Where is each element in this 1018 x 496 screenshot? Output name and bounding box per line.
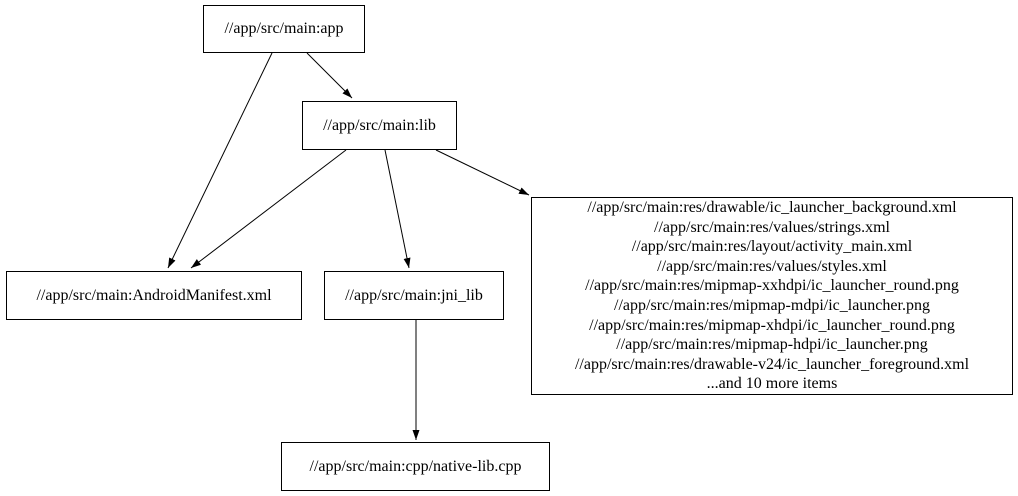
res-group-line: //app/src/main:res/mipmap-hdpi/ic_launch… <box>616 336 928 354</box>
res-group-line: //app/src/main:res/drawable-v24/ic_launc… <box>574 355 970 373</box>
edge-lib-to-jni-lib <box>384 149 411 269</box>
graph-node-app-label: //app/src/main:app <box>224 20 344 37</box>
graph-node-native-cpp: //app/src/main:cpp/native-lib.cpp <box>281 442 550 491</box>
res-group-line: //app/src/main:res/layout/activity_main.… <box>631 238 913 256</box>
res-group-line: //app/src/main:res/mipmap-mdpi/ic_launch… <box>614 297 930 314</box>
edge-lib-to-android-manifest <box>190 149 347 269</box>
graph-node-app: //app/src/main:app <box>203 5 365 53</box>
res-group-more-items: ...and 10 more items <box>706 375 838 393</box>
res-group-line: //app/src/main:res/values/styles.xml <box>657 257 887 275</box>
graph-node-jni-lib: //app/src/main:jni_lib <box>324 271 504 320</box>
graph-node-native-cpp-label: //app/src/main:cpp/native-lib.cpp <box>309 457 522 475</box>
res-group-line: //app/src/main:res/mipmap-xhdpi/ic_launc… <box>589 316 955 334</box>
res-group-line: //app/src/main:res/drawable/ic_launcher_… <box>587 199 957 217</box>
edge-app-to-lib <box>306 52 353 99</box>
graph-node-android-manifest: //app/src/main:AndroidManifest.xml <box>6 271 302 320</box>
edge-app-to-android-manifest <box>167 52 273 269</box>
res-group-line: //app/src/main:res/values/strings.xml <box>654 218 890 236</box>
graph-node-jni-lib-label: //app/src/main:jni_lib <box>345 286 483 304</box>
graph-node-res-group: //app/src/main:res/drawable/ic_launcher_… <box>531 197 1013 395</box>
edge-lib-to-res-group <box>435 149 530 196</box>
graph-node-lib-label: //app/src/main:lib <box>323 116 436 134</box>
graph-node-android-manifest-label: //app/src/main:AndroidManifest.xml <box>36 286 272 304</box>
graph-node-lib: //app/src/main:lib <box>302 101 457 150</box>
res-group-line: //app/src/main:res/mipmap-xxhdpi/ic_laun… <box>585 277 959 295</box>
